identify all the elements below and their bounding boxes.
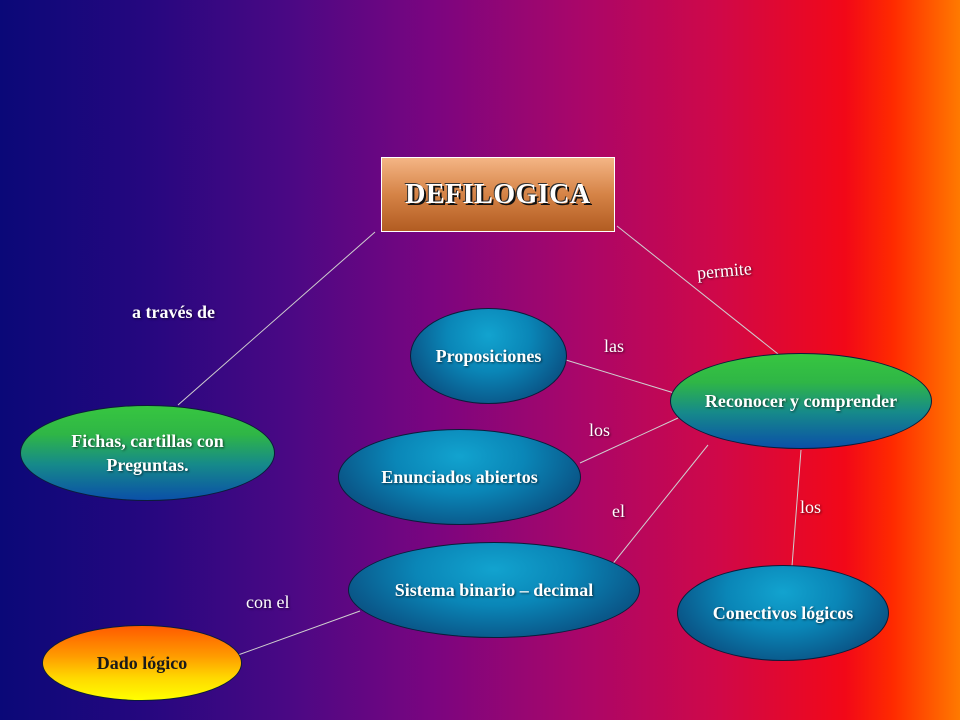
- line-title-to-reconocer: [616, 225, 779, 355]
- node-fichas: Fichas, cartillas con Preguntas.: [20, 405, 275, 501]
- node-conectivos-label: Conectivos lógicos: [712, 602, 854, 623]
- node-conectivos: Conectivos lógicos: [677, 565, 889, 661]
- node-proposiciones-label: Proposiciones: [435, 345, 542, 366]
- line-title-to-fichas: [177, 231, 376, 406]
- line-enunciados-to-reconocer: [579, 417, 679, 464]
- line-reconocer-to-conectivos: [791, 449, 802, 567]
- node-dado-label: Dado lógico: [96, 652, 188, 673]
- line-sistema-to-dado: [237, 610, 361, 656]
- link-label-el: el: [612, 501, 625, 521]
- node-enunciados-label: Enunciados abiertos: [381, 466, 538, 487]
- node-dado: Dado lógico: [42, 625, 242, 701]
- link-label-los-1: los: [589, 420, 611, 440]
- link-label-las: las: [604, 336, 624, 356]
- node-enunciados: Enunciados abiertos: [338, 429, 581, 525]
- node-reconocer-label: Reconocer y comprender: [704, 390, 898, 411]
- node-sistema: Sistema binario – decimal: [348, 542, 640, 638]
- diagram-title: DEFILOGICA: [405, 178, 591, 210]
- node-proposiciones: Proposiciones: [410, 308, 567, 404]
- line-sistema-to-reconocer: [610, 444, 709, 567]
- node-sistema-label: Sistema binario – decimal: [394, 579, 594, 600]
- link-label-los-2: los: [800, 497, 822, 517]
- link-label-con-el: con el: [246, 592, 290, 612]
- title-box: DEFILOGICA: [381, 157, 615, 232]
- node-reconocer: Reconocer y comprender: [670, 353, 932, 449]
- link-label-a-traves-de: a través de: [132, 302, 215, 322]
- line-proposiciones-to-reconocer: [565, 359, 685, 397]
- node-fichas-label: Fichas, cartillas con Preguntas.: [71, 430, 224, 475]
